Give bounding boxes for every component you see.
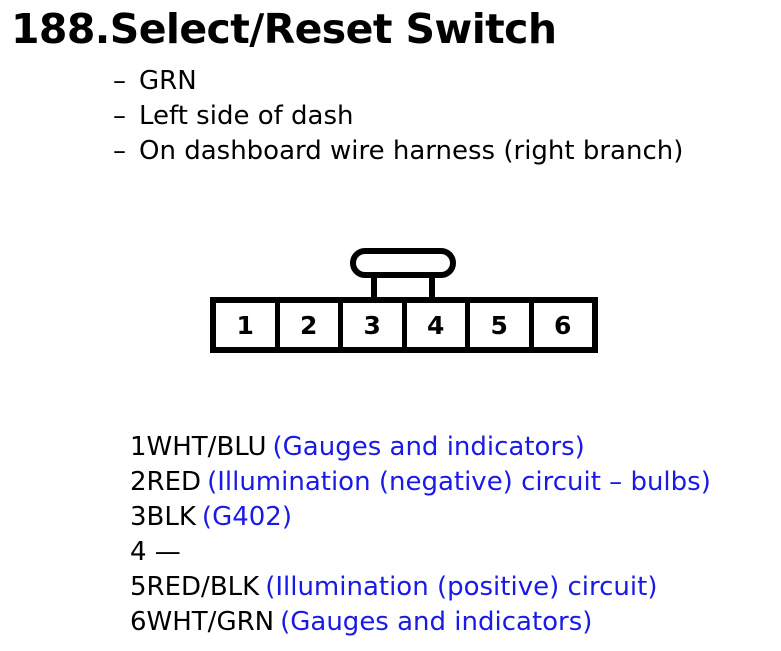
latch-leg-left [371,272,377,300]
connector-pin-6: 6 [533,303,592,347]
latch-bar [350,248,456,278]
dash-bullet-icon: – [113,101,126,131]
pin-description: (Illumination (negative) circuit – bulbs… [207,467,711,497]
pin-number-label: 2 [300,310,318,340]
list-item: – GRN [113,64,781,99]
pin-number-label: 1 [236,310,254,340]
latch-foot-left [371,272,393,278]
pin-description: (Illumination (positive) circuit) [265,572,658,602]
pin-description [181,537,187,567]
list-item-label: GRN [139,66,197,96]
pin-wire-code: 2RED [130,467,202,497]
page-title: 188.Select/Reset Switch [11,5,557,53]
pin-legend-row-5: 5RED/BLK(Illumination (positive) circuit… [130,570,780,605]
pin-number-label: 4 [427,310,445,340]
pin-wire-code: 4 — [130,537,181,567]
connector-pin-4: 4 [406,303,470,347]
pin-legend-row-2: 2RED(Illumination (negative) circuit – b… [130,465,780,500]
connector-pin-3: 3 [343,303,407,347]
connector-body: 1 2 3 4 5 6 [210,297,598,353]
pin-number-label: 3 [363,310,381,340]
connector-pin-2: 2 [279,303,343,347]
pin-description: (G402) [201,502,292,532]
bullet-list: – GRN – Left side of dash – On dashboard… [113,64,781,169]
pin-description: (Gauges and indicators) [280,607,593,637]
list-item: – Left side of dash [113,99,781,134]
pin-number-label: 5 [490,310,508,340]
dash-bullet-icon: – [113,66,126,96]
pin-wire-code: 3BLK [130,502,196,532]
pin-wire-code: 6WHT/GRN [130,607,275,637]
connector-pin-1: 1 [216,303,280,347]
connector-latch-icon [350,248,456,300]
latch-leg-right [429,272,435,300]
pin-wire-code: 5RED/BLK [130,572,260,602]
latch-foot-right [413,272,435,278]
pin-description: (Gauges and indicators) [272,432,585,462]
pin-legend-row-3: 3BLK(G402) [130,500,780,535]
connector-pin-5: 5 [470,303,534,347]
list-item: – On dashboard wire harness (right branc… [113,134,781,169]
pin-wire-code: 1WHT/BLU [130,432,267,462]
pin-legend-row-1: 1WHT/BLU(Gauges and indicators) [130,430,780,465]
pin-number-label: 6 [554,310,572,340]
dash-bullet-icon: – [113,136,126,166]
list-item-label: On dashboard wire harness (right branch) [139,136,684,166]
pin-legend-row-6: 6WHT/GRN(Gauges and indicators) [130,605,780,640]
connector-diagram: 1 2 3 4 5 6 [210,248,602,360]
pin-legend: 1WHT/BLU(Gauges and indicators) 2RED(Ill… [130,430,780,640]
list-item-label: Left side of dash [139,101,354,131]
pin-legend-row-4: 4 — [130,535,780,570]
